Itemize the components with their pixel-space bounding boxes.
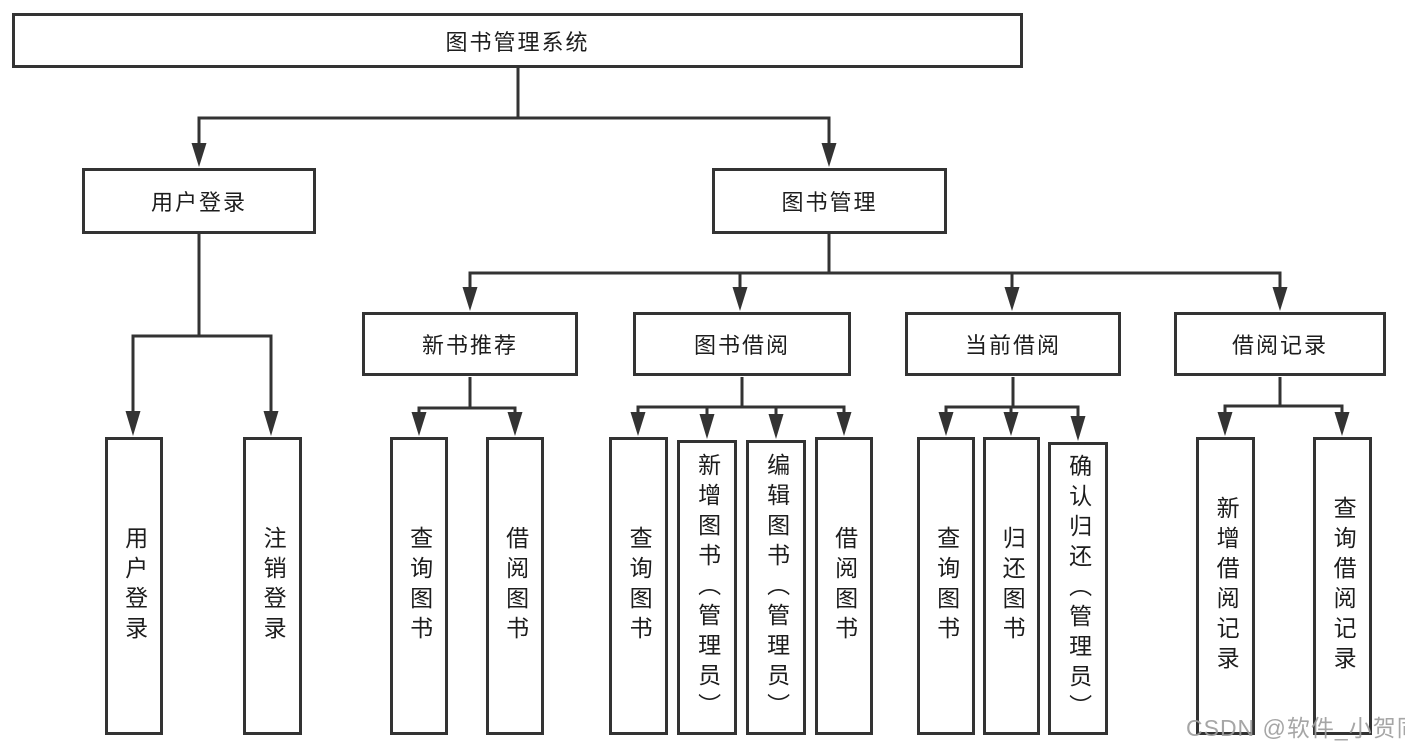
- leaf-add-borrow-record-label: 新增借阅记录: [1213, 496, 1240, 676]
- leaf-borrow-books: 借阅图书: [815, 437, 873, 735]
- connector-book-mgmt-to-groups: [468, 234, 1282, 294]
- node-borrow-records-label: 借阅记录: [1231, 333, 1328, 358]
- leaf-query-borrow-record: 查询借阅记录: [1313, 437, 1372, 735]
- leaf-borrow-books-recommend-label: 借阅图书: [502, 526, 529, 646]
- node-user-login-branch: 用户登录: [82, 168, 316, 234]
- connector-new-book-to-leaves: [417, 377, 517, 418]
- leaf-confirm-return-admin-label: 确认归还（管理员）: [1065, 453, 1092, 724]
- connector-book-borrow-to-leaves: [636, 377, 846, 418]
- node-current-borrow-label: 当前借阅: [964, 333, 1061, 358]
- node-book-management-branch: 图书管理: [712, 168, 947, 234]
- leaf-borrow-books-label: 借阅图书: [831, 526, 858, 646]
- leaf-query-books-recommend-label: 查询图书: [406, 526, 433, 646]
- node-root: 图书管理系统: [12, 13, 1023, 68]
- leaf-query-books-current-label: 查询图书: [933, 526, 960, 646]
- arrowheads: [125, 143, 1350, 441]
- leaf-logout: 注销登录: [243, 437, 302, 735]
- node-current-borrow: 当前借阅: [905, 312, 1121, 376]
- node-new-book-recommend-label: 新书推荐: [421, 333, 518, 358]
- connector-user-login-to-leaves: [131, 234, 273, 418]
- node-borrow-records: 借阅记录: [1174, 312, 1386, 376]
- leaf-user-login-label: 用户登录: [121, 526, 148, 646]
- leaf-confirm-return-admin: 确认归还（管理员）: [1048, 442, 1108, 735]
- node-user-login-branch-label: 用户登录: [150, 190, 247, 215]
- node-root-label: 图书管理系统: [445, 29, 590, 55]
- leaf-user-login: 用户登录: [105, 437, 163, 735]
- leaf-query-books-recommend: 查询图书: [390, 437, 448, 735]
- watermark: CSDN @软件_小贺同学: [1186, 715, 1405, 741]
- node-book-management-branch-label: 图书管理: [781, 190, 878, 215]
- leaf-query-books-borrow: 查询图书: [609, 437, 668, 735]
- leaf-return-books-label: 归还图书: [999, 526, 1026, 646]
- leaf-query-books-current: 查询图书: [917, 437, 975, 735]
- leaf-add-book-admin: 新增图书（管理员）: [677, 440, 737, 735]
- leaf-edit-book-admin-label: 编辑图书（管理员）: [763, 452, 790, 723]
- leaf-borrow-books-recommend: 借阅图书: [486, 437, 544, 735]
- leaf-add-book-admin-label: 新增图书（管理员）: [694, 452, 721, 723]
- node-book-borrow-label: 图书借阅: [693, 333, 790, 358]
- leaf-query-books-borrow-label: 查询图书: [626, 526, 653, 646]
- connector-borrow-record-to-leaves: [1223, 377, 1344, 418]
- connector-root-to-branches: [197, 68, 831, 150]
- leaf-add-borrow-record: 新增借阅记录: [1196, 437, 1255, 735]
- node-book-borrow: 图书借阅: [633, 312, 851, 376]
- leaf-logout-label: 注销登录: [260, 526, 287, 646]
- leaf-edit-book-admin: 编辑图书（管理员）: [746, 440, 806, 735]
- leaf-query-borrow-record-label: 查询借阅记录: [1330, 496, 1357, 676]
- leaf-return-books: 归还图书: [983, 437, 1040, 735]
- node-new-book-recommend: 新书推荐: [362, 312, 578, 376]
